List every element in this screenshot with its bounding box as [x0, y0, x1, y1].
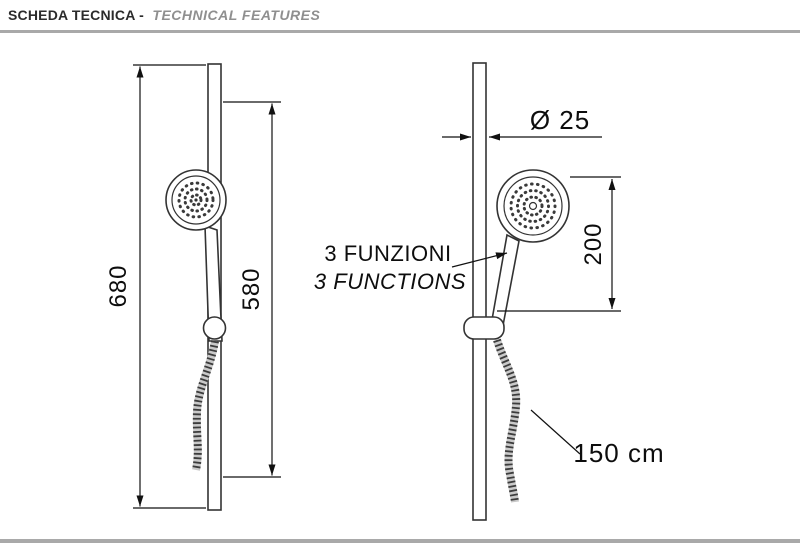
dimension-580: 580 [223, 101, 281, 478]
slider-bracket-left [202, 316, 227, 340]
sheet-title-english: TECHNICAL FEATURES [152, 7, 321, 23]
left-view: 680 580 [105, 63, 281, 511]
functions-label-english: 3 FUNCTIONS [314, 269, 466, 294]
hose-length-callout: 150 cm [530, 409, 664, 468]
hand-shower-grip-left [204, 224, 223, 342]
sheet-title-italian: SCHEDA TECNICA - [8, 7, 144, 23]
dim-label-200: 200 [580, 222, 607, 265]
right-view: Ø 25 200 3 FUNZIONI 3 FUNCTIONS 150 cm [314, 62, 664, 521]
dim-label-diameter: Ø 25 [530, 105, 590, 135]
slider-bracket-right [463, 316, 505, 340]
dim-label-680: 680 [105, 264, 132, 307]
footer-divider [0, 539, 800, 543]
functions-label-italian: 3 FUNZIONI [324, 241, 451, 266]
hose-length-label: 150 cm [573, 438, 664, 468]
shower-hose-right [493, 338, 521, 503]
hose-leader-line [530, 409, 581, 455]
dim-label-580: 580 [238, 267, 265, 310]
functions-arrow [451, 252, 508, 268]
functions-callout: 3 FUNZIONI 3 FUNCTIONS [314, 241, 508, 294]
dimension-680: 680 [105, 64, 206, 509]
slide-bar-right [472, 62, 487, 521]
shower-head-right [496, 169, 570, 243]
shower-head-left [165, 169, 227, 231]
dimension-200: 200 [497, 176, 621, 312]
header: SCHEDA TECNICA - TECHNICAL FEATURES [8, 7, 320, 25]
dimension-diameter-25: Ø 25 [442, 105, 602, 141]
header-divider [0, 30, 800, 33]
shower-hose-left [192, 340, 219, 471]
